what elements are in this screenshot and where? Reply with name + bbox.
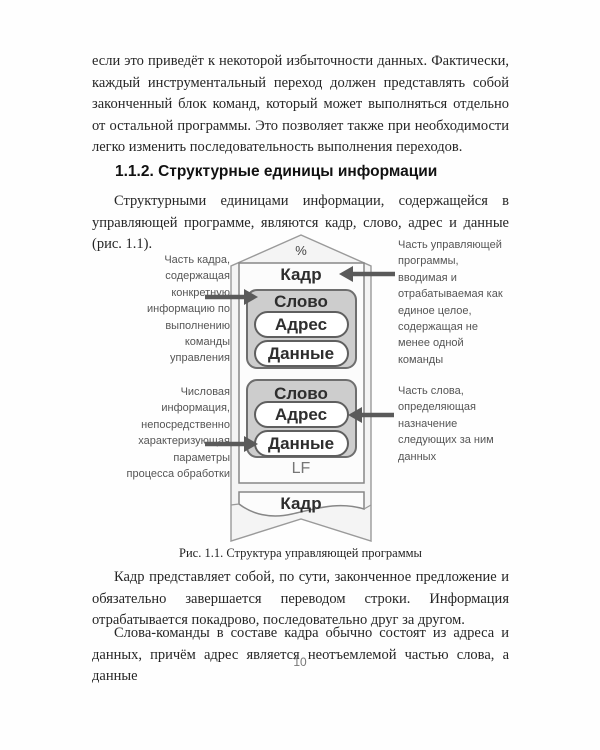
page-number: 10 <box>293 655 307 669</box>
data2-label: Данные <box>268 434 334 453</box>
figure-caption: Рис. 1.1. Структура управляющей программ… <box>179 546 422 560</box>
address-pill-1 <box>254 311 349 338</box>
word2-label: Слово <box>274 384 328 403</box>
arrow-left-data <box>205 436 258 452</box>
annotation-word-part: Часть слова, определяющая назначение сле… <box>398 385 494 463</box>
data-pill-1 <box>254 340 349 367</box>
torn-edge <box>230 503 372 510</box>
paragraph-intro: Структурными единицами информации, содер… <box>92 193 509 252</box>
lf-label: LF <box>292 460 311 477</box>
figure-1-1: Часть кадра, содержащая конкретную инфор… <box>0 233 600 546</box>
annotation-frame-part: Часть кадра, содержащая конкретную инфор… <box>146 254 230 365</box>
frame1-label: Кадр <box>280 265 321 284</box>
paragraph-top: если это приведёт к некоторой избыточнос… <box>92 53 509 155</box>
percent-symbol: % <box>295 243 307 258</box>
arrow-left-word <box>205 289 258 305</box>
arrow-right-address <box>348 407 394 423</box>
frame-block-2 <box>238 491 365 517</box>
address-pill-2 <box>254 401 349 428</box>
frame2-label: Кадр <box>280 494 321 513</box>
arrow-right-frame <box>339 266 395 282</box>
paragraph-after-2: Слова-команды в составе кадра обычно сос… <box>92 625 509 684</box>
data1-label: Данные <box>268 344 334 363</box>
address1-label: Адрес <box>275 315 327 334</box>
word1-label: Слово <box>274 292 328 311</box>
address2-label: Адрес <box>275 405 327 424</box>
paragraph-after-1: Кадр представляет собой, по сути, законч… <box>92 569 509 628</box>
section-heading: 1.1.2. Структурные единицы информации <box>115 163 438 180</box>
annotation-program-part: Часть управляющей программы, вводимая и … <box>398 239 503 366</box>
program-structure-diagram: % Кадр Слово Адрес Данные Слово Адрес Да… <box>205 234 395 542</box>
